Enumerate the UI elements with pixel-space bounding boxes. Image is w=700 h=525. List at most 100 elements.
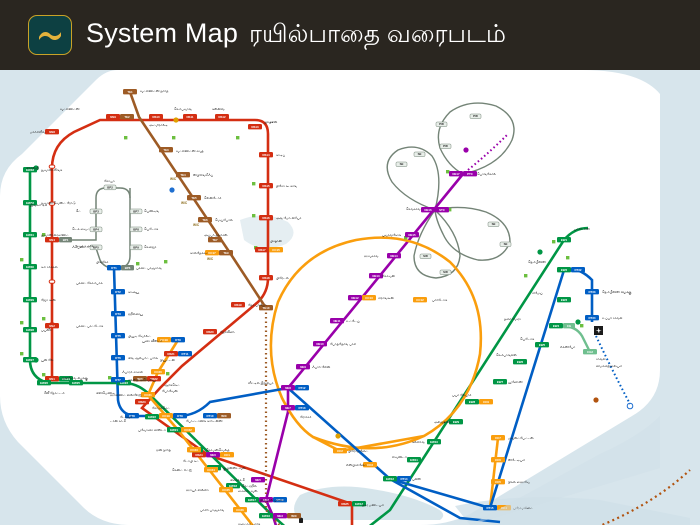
svg-text:NE6: NE6 — [210, 453, 216, 457]
svg-text:BP2: BP2 — [107, 185, 113, 189]
svg-text:யூனோஸ்: யூனோஸ் — [508, 380, 523, 384]
svg-text:எஸ்பிளனேட்: எஸ்பிளனேட் — [346, 463, 367, 467]
svg-text:CC25: CC25 — [222, 488, 230, 492]
svg-text:EW8: EW8 — [469, 400, 476, 404]
svg-text:TE6: TE6 — [202, 218, 208, 222]
map-canvas[interactable]: NS1 EW24 NS2 NS4 BP1 NS8 NS9 TE2 NS10 NS… — [0, 70, 700, 525]
svg-text:லவண்டர்: லவண்டர் — [392, 455, 407, 459]
svg-text:SE: SE — [418, 152, 422, 156]
svg-text:CC19: CC19 — [162, 414, 170, 418]
svg-text:துவாஸ் கிரஸண்ட்: துவாஸ் கிரஸண்ட் — [41, 233, 69, 237]
svg-text:NE15: NE15 — [408, 233, 416, 237]
svg-text:NS15: NS15 — [262, 184, 270, 188]
svg-text:தனா மேரா: தனா மேரா — [504, 317, 521, 321]
svg-text:சோயா: சோயா — [104, 179, 115, 183]
svg-text:EW12: EW12 — [386, 477, 394, 481]
svg-text:விமானநிலையம்: விமானநிலையம் — [596, 364, 622, 368]
svg-text:ஸ்டேடியம்: ஸ்டேடியம் — [508, 458, 525, 462]
svg-text:NS24: NS24 — [195, 453, 203, 457]
svg-text:இங்கம் டிக்: இங்கம் டிக் — [30, 203, 47, 207]
svg-text:DT9: DT9 — [177, 414, 183, 418]
svg-text:பெடோக்: பெடோக் — [144, 227, 158, 231]
svg-text:புக்கிட் பாட்டோக்: புக்கிட் பாட்டோக் — [76, 324, 103, 328]
page-title-ta: ரயில்பாதை வரைபடம் — [249, 20, 507, 48]
svg-text:NE11: NE11 — [333, 319, 340, 323]
svg-text:செனஜா: செனஜா — [144, 245, 157, 249]
svg-text:லென்டோர்: லென்டோர் — [204, 196, 222, 200]
svg-text:EW16: EW16 — [262, 514, 270, 518]
svg-text:கம் சர்க்கல்: கம் சர்க்கல் — [41, 265, 58, 269]
svg-text:அட்மிரால்டி: அட்மிரால்டி — [149, 123, 168, 127]
svg-text:யிஷூன்: யிஷூன் — [264, 120, 277, 124]
svg-text:CG2: CG2 — [587, 350, 593, 354]
chips-lrt: BP2 BP3 BP4 BP5 BP7 BP8 BP9 PW PW PW SE … — [89, 113, 512, 275]
svg-text:ஃபார் லேன்: ஃபார் லேன் — [312, 365, 330, 369]
svg-text:டோபி கட்: டோபி கட் — [183, 459, 199, 463]
map-svg[interactable]: NS1 EW24 NS2 NS4 BP1 NS8 NS9 TE2 NS10 NS… — [0, 70, 700, 525]
svg-text:சிக்ஸ்த் அவென்யூ: சிக்ஸ்த் அவென்யூ — [128, 378, 156, 382]
svg-text:SE: SE — [400, 162, 404, 166]
svg-text:EW11: EW11 — [410, 458, 418, 462]
svg-text:CC19: CC19 — [160, 338, 168, 342]
svg-text:கொமன்வெல்த்: கொமன்வெல்த் — [206, 448, 230, 452]
svg-text:கன்னிங்: கன்னிங் — [212, 107, 225, 111]
svg-text:NS23: NS23 — [138, 400, 146, 404]
svg-text:BP4: BP4 — [93, 227, 99, 231]
page-header: System Map ரயில்பாதை வரைபடம் — [0, 0, 700, 70]
svg-text:NS18: NS18 — [262, 276, 270, 280]
svg-text:கெம்பாங்கிள்: கெம்பாங்கிள் — [496, 353, 517, 357]
svg-text:போவேன்: போவேன் — [162, 389, 178, 393]
svg-text:தோ பாயோ: தோ பாயோ — [248, 303, 267, 307]
svg-text:பொங்கோல்: பொங்கோல் — [477, 172, 496, 176]
svg-text:NS8: NS8 — [49, 130, 55, 134]
chips-cc-line: CC2 CC3 DT15 CC4 CC5 CC6 CC7 CC12 CC17 T… — [141, 250, 511, 513]
svg-text:NE16: NE16 — [424, 208, 432, 212]
svg-text:EW25: EW25 — [72, 381, 80, 385]
line-future-dt — [595, 335, 631, 405]
svg-text:BP5: BP5 — [93, 245, 99, 249]
svg-text:SW: SW — [423, 254, 428, 258]
svg-text:EW13: EW13 — [355, 502, 363, 506]
svg-text:CC21: CC21 — [144, 393, 152, 397]
svg-text:EW32: EW32 — [26, 201, 34, 205]
svg-text:EW7: EW7 — [497, 380, 504, 384]
svg-text:பெடோக்: பெடோக் — [520, 337, 534, 341]
svg-text:NS19: NS19 — [234, 303, 242, 307]
smrt-logo — [28, 15, 72, 55]
svg-text:SW: SW — [443, 270, 448, 274]
svg-text:STC: STC — [439, 208, 446, 212]
svg-text:உப்பர் சாங்கி: உப்பர் சாங்கி — [602, 316, 622, 320]
svg-text:ஜூரோங் கிழக்கு: ஜூரோங் கிழக்கு — [62, 376, 88, 381]
svg-text:பிங்கோ: பிங்கோ — [96, 260, 109, 264]
svg-text:NS4: NS4 — [49, 238, 55, 242]
line-lrt-sengkang-punggol — [386, 102, 515, 279]
svg-text:நோவீனா: நோவீனா — [220, 330, 235, 334]
svg-text:NS21: NS21 — [167, 352, 175, 356]
svg-text:CC13: CC13 — [365, 296, 373, 300]
svg-text:EW31: EW31 — [26, 233, 34, 237]
svg-text:CC23: CC23 — [190, 448, 198, 452]
svg-text:பிரோமனேட்: பிரோமனேட் — [348, 449, 368, 453]
svg-text:BP1: BP1 — [63, 238, 69, 242]
svg-text:CC22: CC22 — [184, 428, 192, 432]
svg-text:CG: CG — [567, 324, 572, 328]
svg-text:கல்லாங்: கல்லாங் — [412, 440, 425, 444]
svg-text:ரெட்ஹில்: ரெட்ஹில் — [242, 484, 257, 488]
chips-dt-line: DT1 BP6 DT2 DT3 DT5 DT6 DT7 DT8 CC19 DT9… — [107, 265, 599, 419]
svg-text:EW30: EW30 — [26, 265, 34, 269]
svg-text:ஆர்க்கெட்: ஆர்க்கெட் — [164, 383, 180, 387]
svg-text:அங் மோ கியோ: அங் மோ கியோ — [276, 216, 302, 220]
airport-icon — [594, 326, 603, 335]
svg-text:NE17: NE17 — [452, 172, 460, 176]
svg-text:SE: SE — [492, 222, 496, 226]
svg-text:டான் கா கீ: டான் கா கீ — [110, 419, 126, 423]
svg-text:புக்கிட் பாஞ்சாங்: புக்கிட் பாஞ்சாங் — [136, 266, 162, 270]
svg-text:பார்டோக்: பார்டோக் — [432, 298, 447, 302]
svg-text:W/C: W/C — [193, 223, 200, 227]
svg-text:NS12: NS12 — [218, 115, 226, 119]
svg-text:W/C: W/C — [207, 257, 214, 261]
svg-text:NE13: NE13 — [372, 274, 380, 278]
svg-text:சிராங்கூன்: சிராங்கூன் — [378, 296, 394, 300]
svg-text:NE3: NE3 — [277, 514, 283, 518]
svg-text:EW26: EW26 — [40, 381, 48, 385]
